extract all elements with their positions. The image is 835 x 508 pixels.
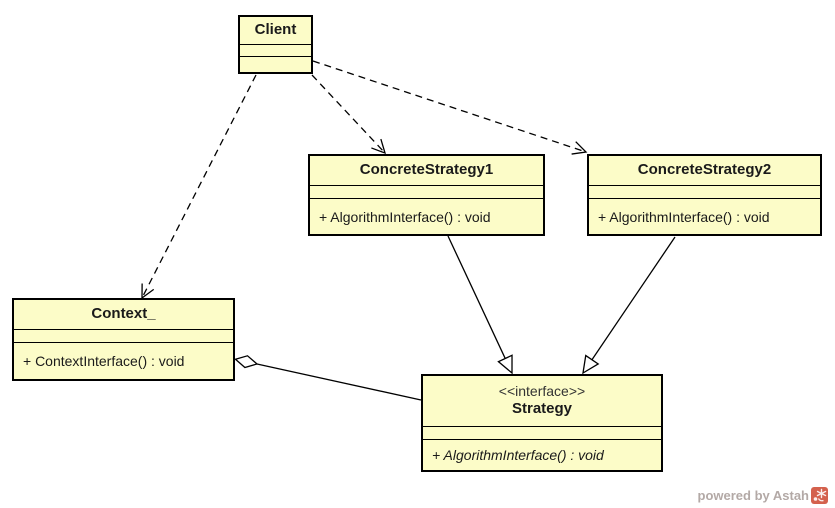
class-name-strategy: <<interface>> Strategy [423, 376, 661, 427]
attributes-compartment-client [240, 45, 311, 57]
watermark-text: powered by Astah [697, 488, 809, 503]
dependency-client-to-context [141, 74, 257, 300]
class-box-context: Context_ + ContextInterface() : void [12, 298, 235, 381]
operations-compartment-client [240, 57, 311, 72]
astah-logo-icon [811, 487, 828, 504]
watermark: powered by Astah [698, 487, 828, 504]
class-name-concrete-strategy-2: ConcreteStrategy2 [589, 156, 820, 186]
class-box-strategy: <<interface>> Strategy + AlgorithmInterf… [421, 374, 663, 472]
class-name-concrete-strategy-1: ConcreteStrategy1 [310, 156, 543, 186]
aggregation-context-to-strategy [256, 363, 422, 401]
class-box-concrete-strategy-2: ConcreteStrategy2 + AlgorithmInterface()… [587, 154, 822, 236]
class-name-client: Client [240, 17, 311, 45]
operations-compartment-context: + ContextInterface() : void [14, 343, 233, 379]
attributes-compartment-context [14, 330, 233, 343]
attributes-compartment-strategy [423, 427, 661, 440]
operation-label: + AlgorithmInterface() : void [319, 208, 491, 225]
operation-label: + AlgorithmInterface() : void [432, 447, 604, 463]
class-name-label: Strategy [511, 400, 573, 418]
dependency-client-to-concretestrategy2 [312, 60, 588, 155]
operations-compartment-strategy: + AlgorithmInterface() : void [423, 440, 661, 470]
attributes-compartment-concrete-strategy-2 [589, 186, 820, 199]
class-name-label: Context_ [91, 305, 156, 323]
realization-concretestrategy2-to-strategy [582, 236, 676, 375]
attributes-compartment-concrete-strategy-1 [310, 186, 543, 199]
class-name-label: Client [254, 21, 297, 39]
dependency-client-to-concretestrategy1 [311, 74, 386, 155]
class-box-client: Client [238, 15, 313, 74]
class-box-concrete-strategy-1: ConcreteStrategy1 + AlgorithmInterface()… [308, 154, 545, 236]
operations-compartment-concrete-strategy-1: + AlgorithmInterface() : void [310, 199, 543, 234]
operation-label: + ContextInterface() : void [23, 353, 185, 369]
realization-concretestrategy1-to-strategy [447, 235, 513, 375]
stereotype-label: <<interface>> [498, 382, 586, 399]
operation-label: + AlgorithmInterface() : void [598, 208, 770, 225]
class-name-label: ConcreteStrategy2 [637, 161, 772, 179]
class-name-context: Context_ [14, 300, 233, 330]
aggregation-diamond [234, 355, 259, 369]
class-name-label: ConcreteStrategy1 [359, 161, 494, 179]
operations-compartment-concrete-strategy-2: + AlgorithmInterface() : void [589, 199, 820, 234]
